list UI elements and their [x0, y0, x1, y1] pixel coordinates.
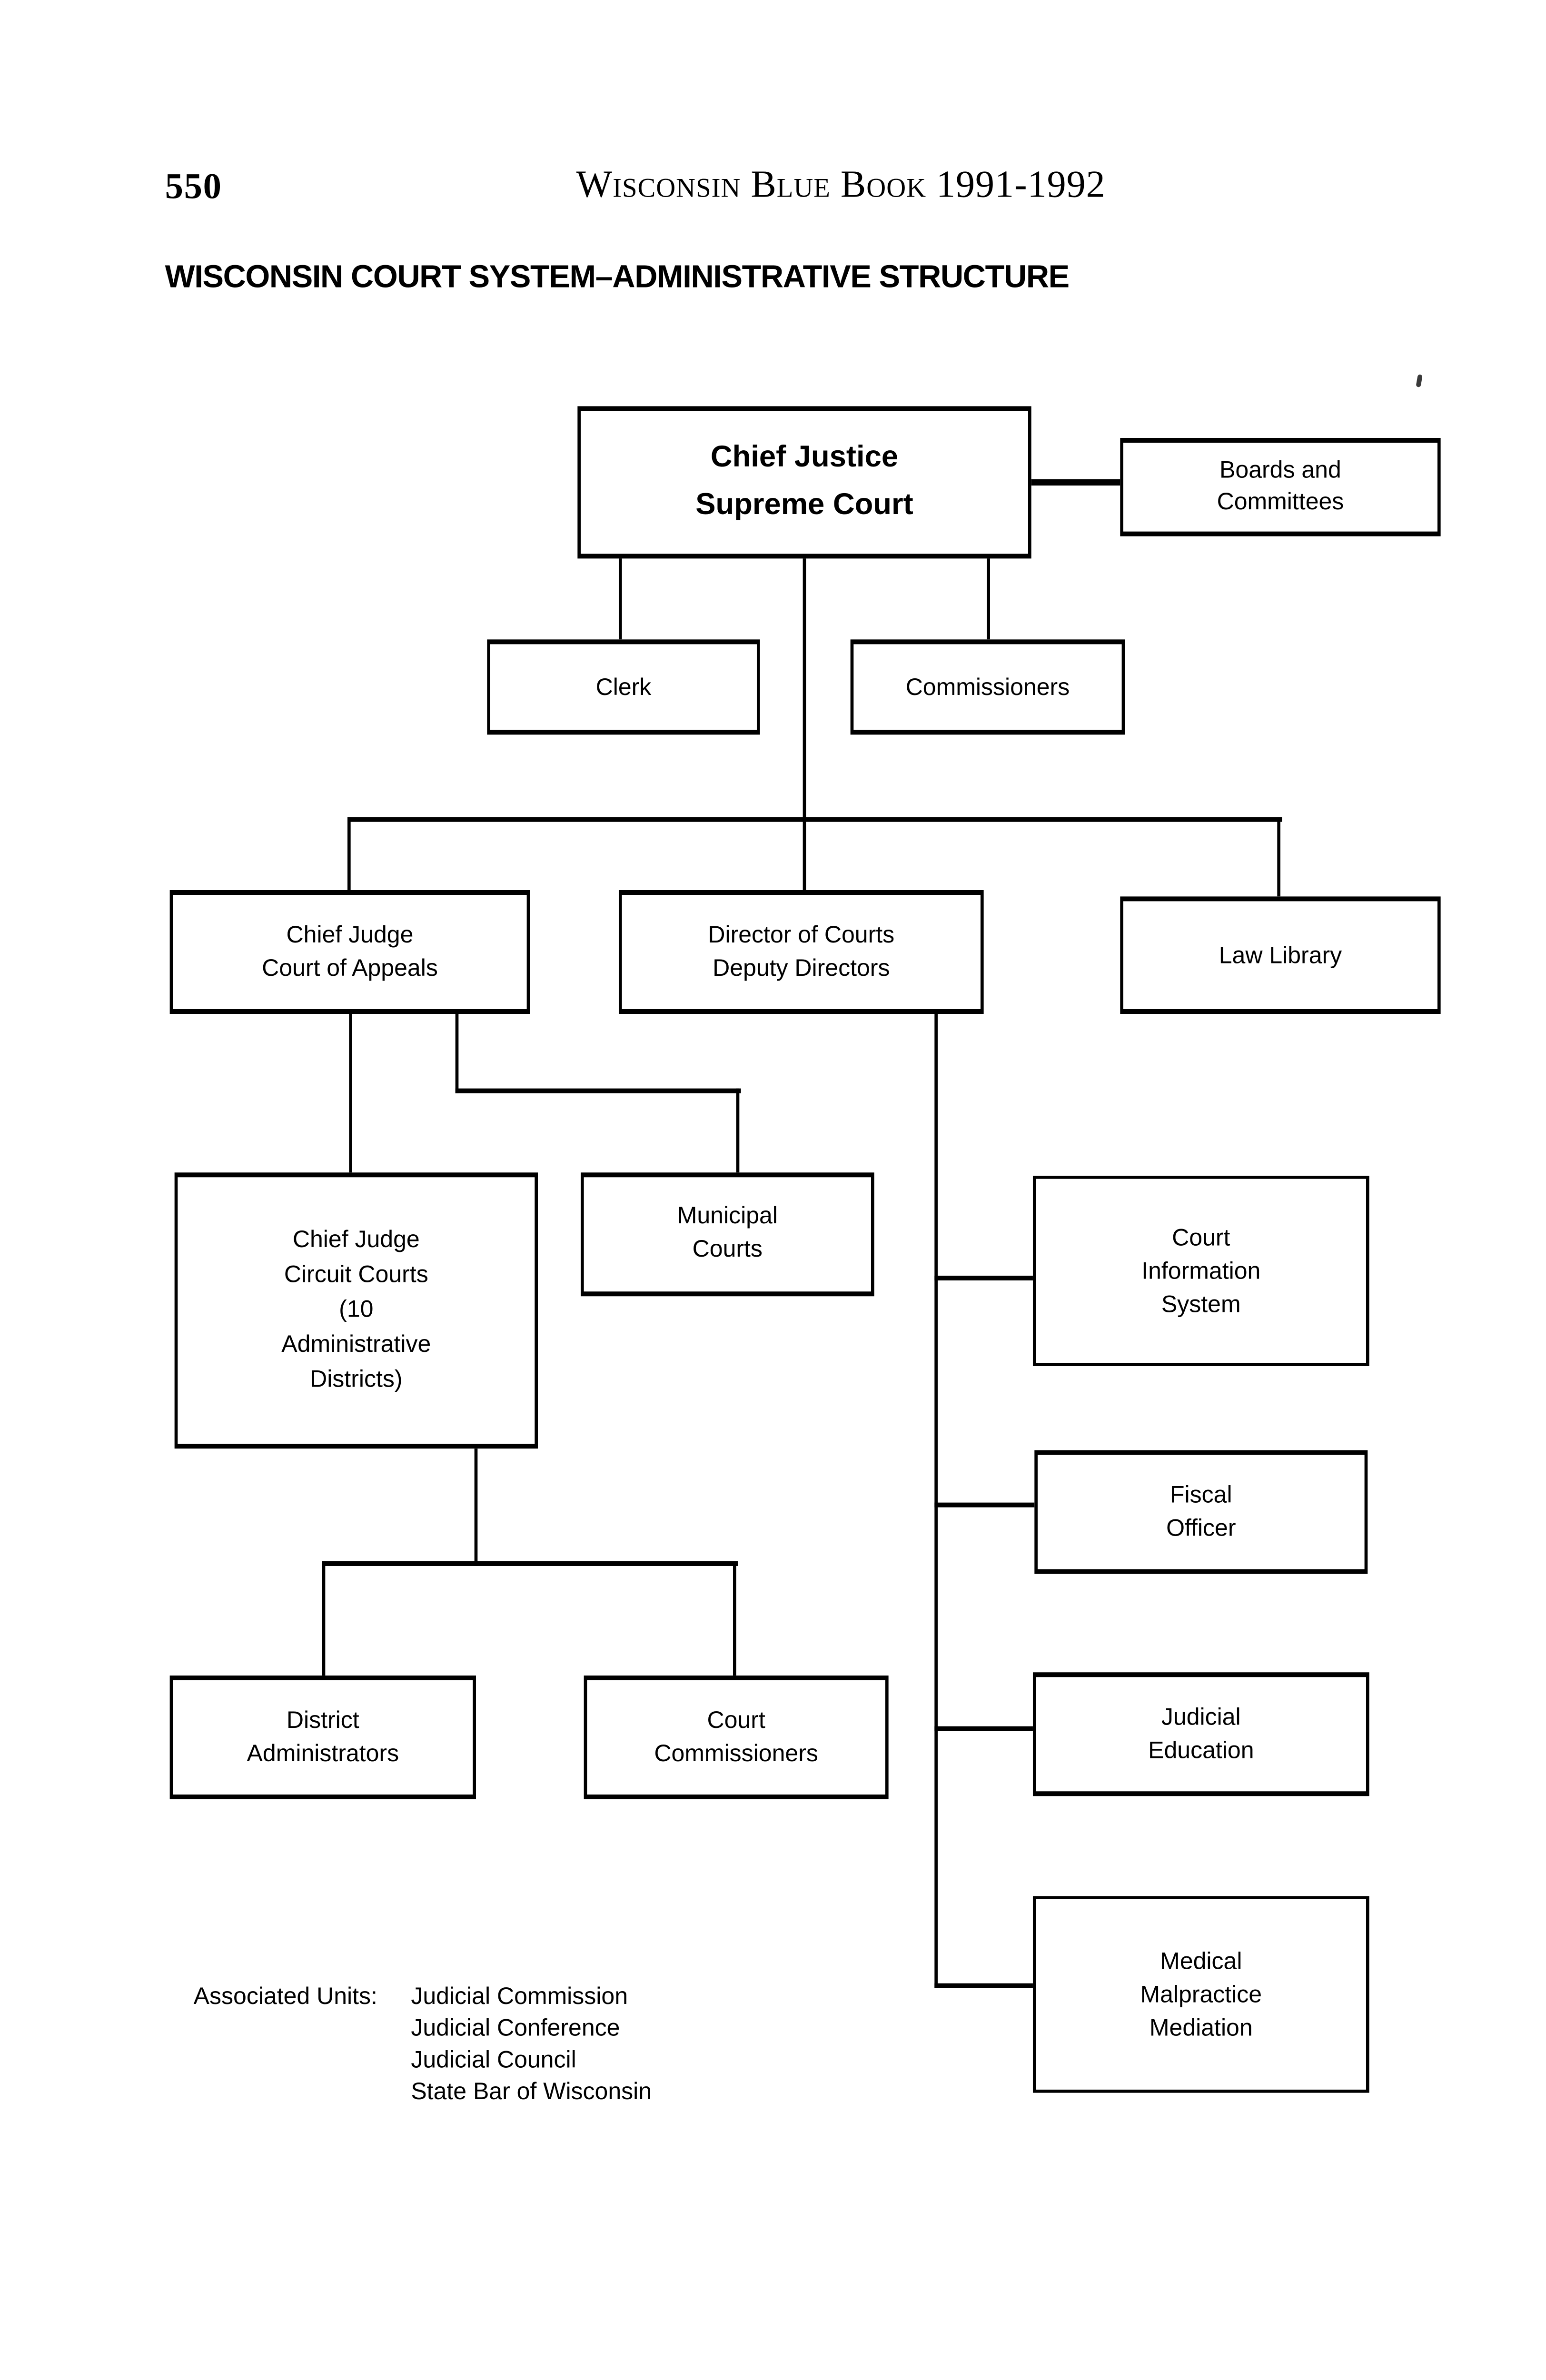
connector-chiefjustice-spine — [803, 555, 806, 821]
box-line: (10 — [339, 1296, 374, 1323]
box-boards-and-committees: Boards and Committees — [1120, 437, 1441, 536]
connector-chiefjustice-clerk — [618, 555, 622, 640]
box-line: Courts — [692, 1236, 763, 1263]
box-municipal-courts: Municipal Courts — [580, 1172, 874, 1297]
connector-director-spine — [934, 1011, 938, 1988]
box-director-of-courts: Director of Courts Deputy Directors — [618, 890, 984, 1014]
box-chief-judge-court-of-appeals: Chief Judge Court of Appeals — [169, 890, 530, 1014]
associated-units-list: Judicial Commission Judicial Conference … — [411, 1982, 652, 2109]
box-line: Boards and — [1219, 456, 1341, 484]
box-line: Information — [1141, 1257, 1261, 1285]
box-line: Court — [707, 1707, 765, 1735]
box-line: Administrative — [281, 1331, 431, 1359]
box-line: Chief Judge — [292, 1226, 420, 1254]
scan-artifact-speck — [1416, 374, 1423, 387]
box-line: District — [286, 1707, 359, 1735]
connector-appeals-circuit — [349, 1011, 352, 1173]
box-line: Malpractice — [1140, 1981, 1262, 2008]
connector-split-district — [322, 1561, 326, 1676]
connector-spine-medical — [934, 1983, 1033, 1988]
box-line: Clerk — [595, 673, 652, 701]
associated-unit-item: State Bar of Wisconsin — [411, 2078, 652, 2106]
connector-appeals-elbow — [455, 1011, 459, 1093]
box-line: Deputy Directors — [713, 955, 890, 982]
book-title: Wisconsin Blue Book 1991-1992 — [576, 165, 1106, 207]
box-line: Districts) — [310, 1366, 403, 1393]
connector-split-court-commissioners — [733, 1561, 736, 1676]
connector-drop-law-library — [1277, 817, 1280, 897]
box-line: Mediation — [1149, 2014, 1253, 2042]
box-line: Judicial — [1161, 1704, 1241, 1731]
box-judicial-education: Judicial Education — [1032, 1672, 1369, 1796]
box-line: Commissioners — [654, 1740, 818, 1768]
connector-drop-court-of-appeals — [347, 817, 351, 890]
box-line: Supreme Court — [695, 488, 913, 522]
box-line: System — [1161, 1290, 1241, 1318]
box-chief-justice-supreme-court: Chief Justice Supreme Court — [577, 406, 1031, 559]
box-line: Municipal — [677, 1202, 778, 1230]
connector-chiefjustice-boards — [1031, 479, 1120, 486]
associated-unit-item: Judicial Commission — [411, 1983, 628, 2011]
box-line: Committees — [1217, 488, 1344, 516]
connector-chiefjustice-commissioners — [987, 555, 990, 640]
box-line: Chief Judge — [286, 922, 414, 949]
page-number: 550 — [165, 166, 222, 207]
connector-spine-judicial-education — [934, 1726, 1033, 1731]
associated-unit-item: Judicial Conference — [411, 2015, 620, 2042]
box-line: Fiscal — [1169, 1482, 1232, 1509]
box-line: Circuit Courts — [284, 1261, 428, 1289]
box-line: Court — [1172, 1224, 1230, 1251]
box-line: Director of Courts — [708, 922, 895, 949]
box-court-commissioners: Court Commissioners — [584, 1675, 889, 1799]
box-district-administrators: District Administrators — [169, 1675, 476, 1799]
connector-spine-fiscal — [934, 1502, 1035, 1507]
box-line: Administrators — [247, 1740, 399, 1768]
box-court-information-system: Court Information System — [1032, 1175, 1369, 1366]
connector-circuit-split — [322, 1561, 738, 1566]
box-line: Court of Appeals — [262, 955, 438, 982]
box-medical-malpractice-mediation: Medical Malpractice Mediation — [1032, 1896, 1369, 2093]
connector-spine-court-info — [934, 1275, 1033, 1280]
connector-distribution-line — [347, 817, 1282, 822]
connector-elbow-horizontal — [455, 1088, 741, 1093]
box-line: Law Library — [1219, 942, 1342, 969]
associated-unit-item: Judicial Council — [411, 2046, 576, 2074]
box-line: Education — [1148, 1737, 1254, 1765]
box-commissioners: Commissioners — [850, 639, 1125, 735]
connector-drop-director — [803, 817, 806, 890]
box-line: Medical — [1160, 1947, 1242, 1975]
diagram-title: WISCONSIN COURT SYSTEM–ADMINISTRATIVE ST… — [165, 260, 1070, 295]
box-law-library: Law Library — [1120, 896, 1441, 1014]
box-chief-judge-circuit-courts: Chief Judge Circuit Courts (10 Administr… — [174, 1172, 538, 1449]
box-line: Chief Justice — [710, 441, 899, 475]
box-line: Commissioners — [905, 673, 1070, 701]
connector-circuit-down — [474, 1445, 478, 1566]
box-line: Officer — [1166, 1515, 1236, 1542]
connector-elbow-municipal — [736, 1088, 740, 1173]
box-fiscal-officer: Fiscal Officer — [1034, 1450, 1368, 1574]
box-clerk: Clerk — [487, 639, 760, 735]
associated-units-label: Associated Units: — [193, 1983, 377, 2011]
